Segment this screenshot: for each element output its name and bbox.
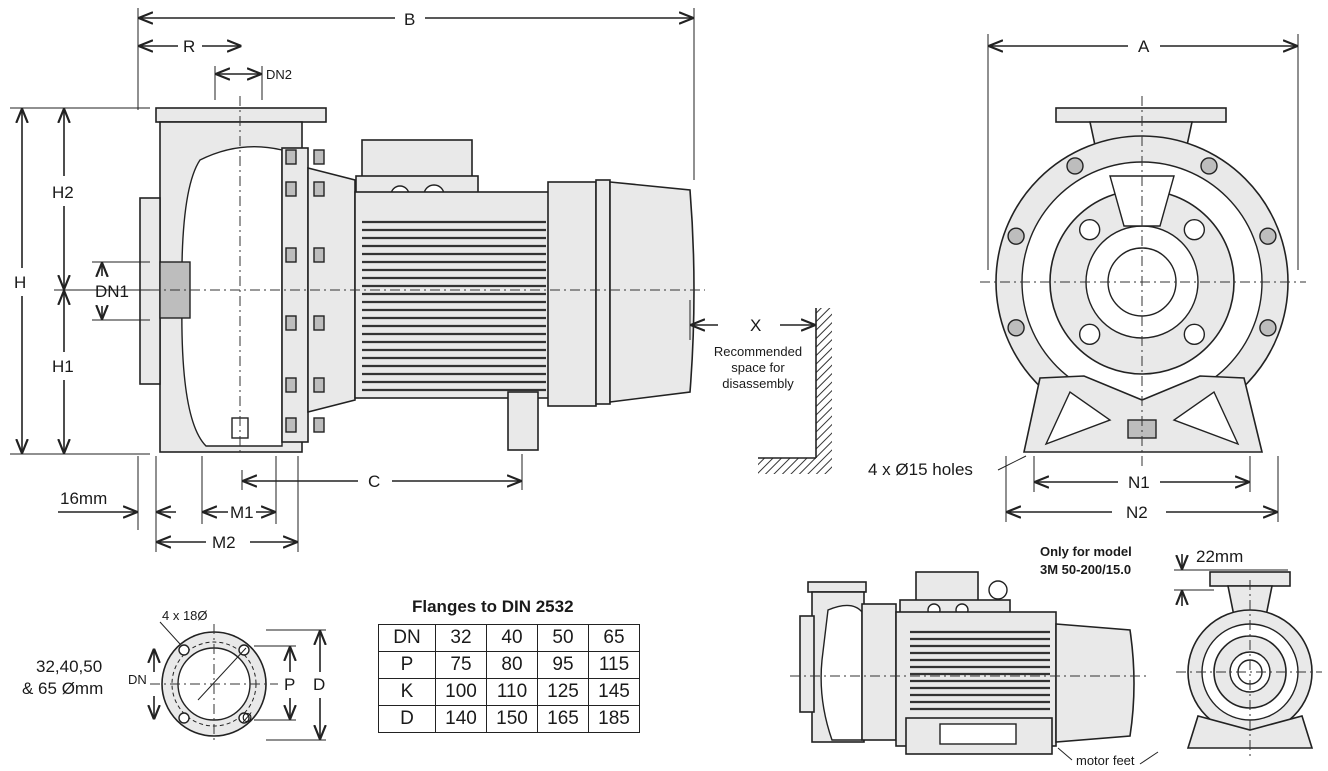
note-recommended-2: space for [731,360,785,375]
table-cell: 40 [486,624,538,652]
model-note-2: 3M 50-200/15.0 [1040,562,1131,577]
table-cell: 145 [588,678,640,706]
dim-A: A [1138,37,1150,56]
table-cell: 95 [537,651,589,679]
flange-sizes-1: 32,40,50 [36,657,102,676]
side-view [130,96,705,456]
dim-C: C [368,472,380,491]
table-row-header: D [378,705,436,733]
dim-X: X [750,316,761,335]
dim-N2: N2 [1126,503,1148,522]
dim-DN2: DN2 [266,67,292,82]
motor-foot [507,391,539,451]
flange-detail: 4 x 18Ø Ø DN 32,40,50 & 65 Ømm P D [22,608,326,744]
dim-DN-flange: DN [128,672,147,687]
dim-N1: N1 [1128,473,1150,492]
table-row-header: DN [378,624,436,652]
side-dimensions: B R DN2 H H2 H1 DN1 X Recommended space … [10,8,832,552]
model-front-view: Only for model 3M 50-200/15.0 22mm [1040,544,1322,760]
dim-B: B [404,10,415,29]
table-cell: 140 [435,705,487,733]
table-cell: 165 [537,705,589,733]
note-holes: 4 x Ø15 holes [868,460,973,479]
dim-D: D [313,675,325,694]
dim-M1: M1 [230,503,254,522]
table-cell: 65 [588,624,640,652]
wall-hatch [758,308,832,474]
table-cell: 115 [588,651,640,679]
discharge-flange [155,107,327,123]
table-row-header: K [378,678,436,706]
model-note-1: Only for model [1040,544,1132,559]
bolt-holes-label: 4 x 18Ø [162,608,208,623]
dim-22mm: 22mm [1196,547,1243,566]
table-row: K 100 110 125 145 [378,678,640,706]
model-side-view: motor feet [790,571,1159,768]
table-cell: 185 [588,705,640,733]
table-row: D 140 150 165 185 [378,705,640,733]
front-flange-bolts [1078,218,1206,346]
dim-H1: H1 [52,357,74,376]
front-dimensions: A 4 x Ø15 holes N1 N2 [868,34,1299,522]
dim-H2: H2 [52,183,74,202]
table-row: P 75 80 95 115 [378,651,640,679]
dim-M2: M2 [212,533,236,552]
table-row-header: P [378,651,436,679]
note-recommended-3: disassembly [722,376,794,391]
front-view [980,96,1306,470]
table-cell: 32 [435,624,487,652]
model-motor-fins [910,630,1050,711]
table-cell: 80 [486,651,538,679]
dim-P: P [284,675,295,694]
dim-16mm: 16mm [60,489,107,508]
table-cell: 110 [486,678,538,706]
table-cell: 100 [435,678,487,706]
dim-H: H [14,273,26,292]
table-cell: 150 [486,705,538,733]
flange-table-title: Flanges to DIN 2532 [412,597,574,616]
table-cell: 50 [537,624,589,652]
phi-label: Ø [242,710,252,725]
flange-sizes-2: & 65 Ømm [22,679,103,698]
dim-DN1: DN1 [95,282,129,301]
casing-bolts [285,149,325,433]
fan-cover [609,181,695,403]
suction-flange [139,197,161,385]
note-motor-feet: motor feet [1076,753,1135,768]
table-row: DN 32 40 50 65 [378,624,640,652]
table-cell: 75 [435,651,487,679]
dim-R: R [183,37,195,56]
flange-table: DN 32 40 50 65 P 75 80 95 115 K 100 110 … [378,624,640,733]
terminal-box [361,139,473,179]
front-base [1023,375,1264,453]
table-cell: 125 [537,678,589,706]
note-recommended-1: Recommended [714,344,802,359]
